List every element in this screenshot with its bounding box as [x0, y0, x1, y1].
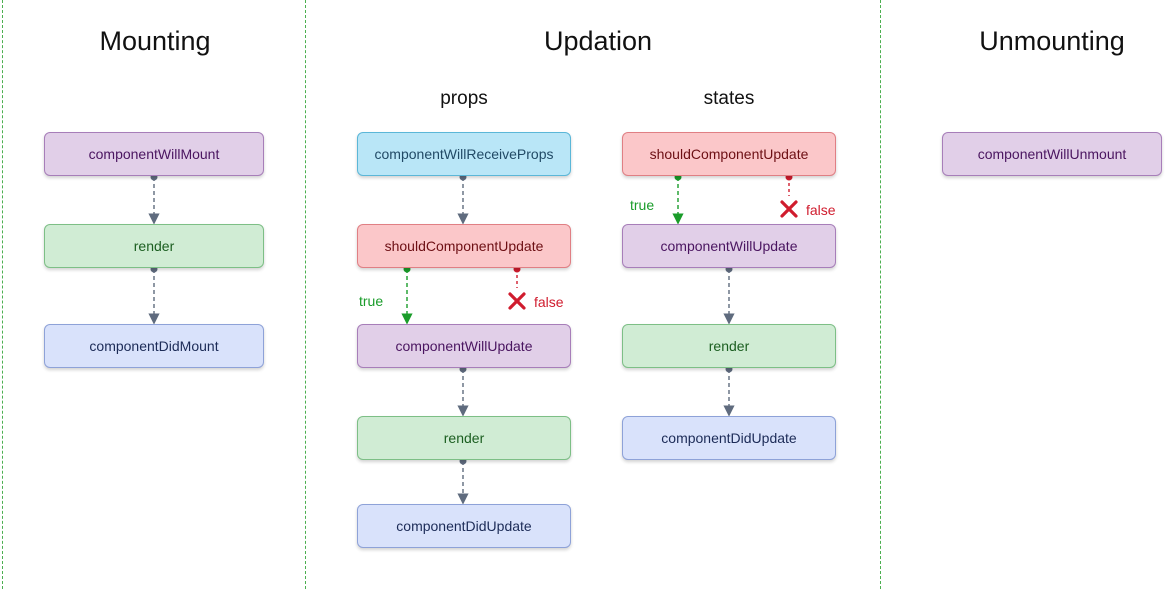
states-false-label: false: [806, 202, 836, 218]
connector-props-will-update-to-render: [457, 365, 469, 417]
mounting-updation-divider: [305, 0, 306, 589]
props-true-label: true: [359, 293, 384, 309]
props-false-label: false: [534, 294, 564, 310]
connector-states-false-edge: [785, 173, 793, 196]
states-component-will-update-node: componentWillUpdate: [622, 224, 836, 268]
states-render-node: render: [622, 324, 836, 368]
connector-props-false-edge: [513, 265, 521, 288]
connector-will-mount-to-render: [148, 173, 160, 225]
states-component-did-update-node: componentDidUpdate: [622, 416, 836, 460]
states-false-x-icon: [780, 200, 798, 218]
mounting-heading: Mounting: [99, 26, 211, 56]
props-component-will-update-node: componentWillUpdate: [357, 324, 571, 368]
mounting-render-node: render: [44, 224, 264, 268]
states-true-label: true: [630, 197, 655, 213]
left-border-divider: [2, 0, 3, 589]
connector-props-true-edge: [401, 265, 413, 325]
mounting-component-did-mount-node: componentDidMount: [44, 324, 264, 368]
props-component-did-update-node: componentDidUpdate: [357, 504, 571, 548]
props-subheading: props: [440, 88, 488, 109]
unmounting-heading: Unmounting: [979, 26, 1125, 56]
props-should-component-update-node: shouldComponentUpdate: [357, 224, 571, 268]
connector-receive-props-to-should-update: [457, 173, 469, 225]
mounting-component-will-mount-node: componentWillMount: [44, 132, 264, 176]
states-should-component-update-node: shouldComponentUpdate: [622, 132, 836, 176]
connector-states-will-update-to-render: [723, 265, 735, 325]
props-render-node: render: [357, 416, 571, 460]
unmounting-component-will-unmount-node: componentWillUnmount: [942, 132, 1162, 176]
states-subheading: states: [703, 88, 755, 109]
updation-heading: Updation: [543, 26, 653, 56]
connector-render-to-did-mount: [148, 265, 160, 325]
props-component-will-receive-props-node: componentWillReceiveProps: [357, 132, 571, 176]
connector-states-render-to-did-update: [723, 365, 735, 417]
updation-unmounting-divider: [880, 0, 881, 589]
props-false-x-icon: [508, 292, 526, 310]
connector-states-true-edge: [672, 173, 684, 225]
connector-props-render-to-did-update: [457, 457, 469, 505]
